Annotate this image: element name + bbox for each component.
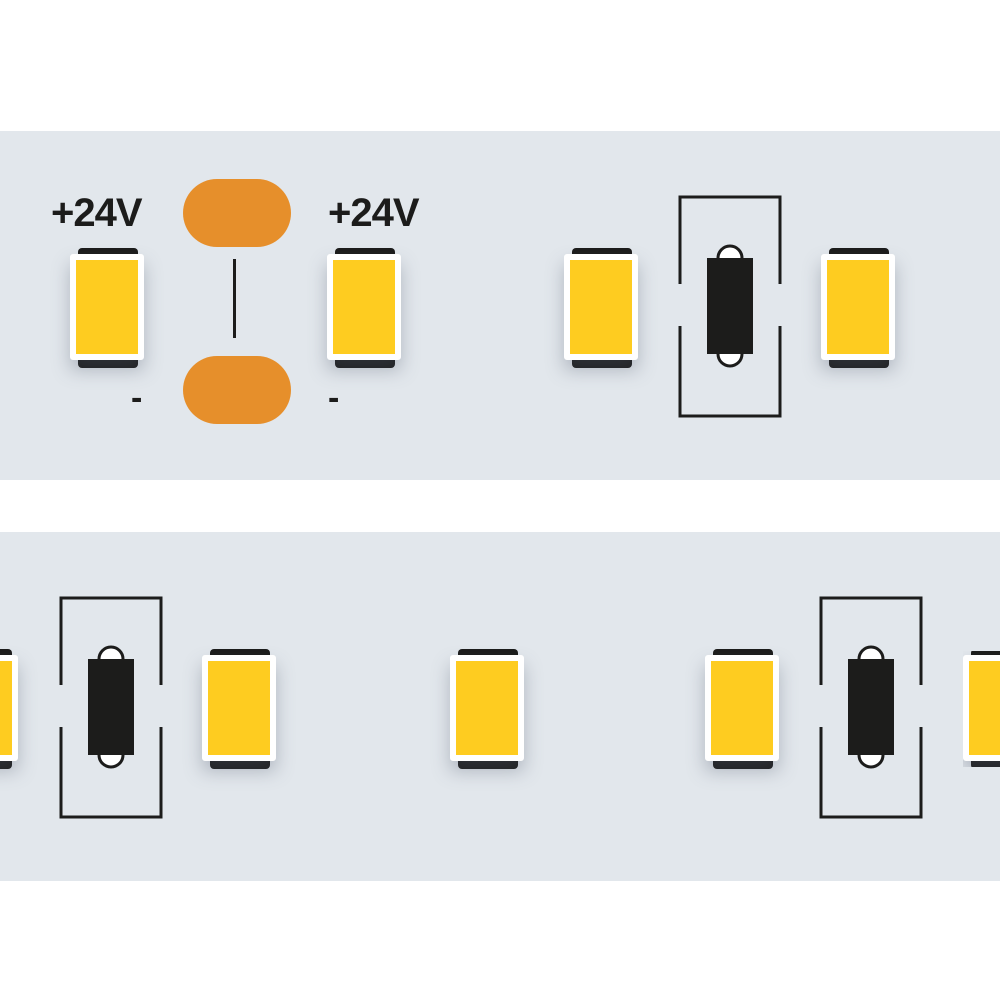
led-chip xyxy=(202,649,278,769)
led-chip xyxy=(327,248,403,368)
led-chip xyxy=(821,248,897,368)
positive-voltage-label-left: +24V xyxy=(51,191,143,235)
resistor xyxy=(818,595,924,821)
negative-label-left: - xyxy=(131,379,143,417)
resistor xyxy=(58,595,164,821)
led-chip xyxy=(963,651,1000,767)
solder-pad-negative xyxy=(183,356,291,424)
led-chip xyxy=(0,649,20,769)
led-chip xyxy=(705,649,781,769)
led-chip xyxy=(450,649,526,769)
solder-pad-positive xyxy=(183,179,291,247)
led-chip xyxy=(564,248,640,368)
cut-line xyxy=(233,259,236,338)
negative-label-right: - xyxy=(328,379,340,417)
positive-voltage-label-right: +24V xyxy=(328,191,420,235)
resistor xyxy=(677,194,783,420)
led-chip xyxy=(70,248,146,368)
